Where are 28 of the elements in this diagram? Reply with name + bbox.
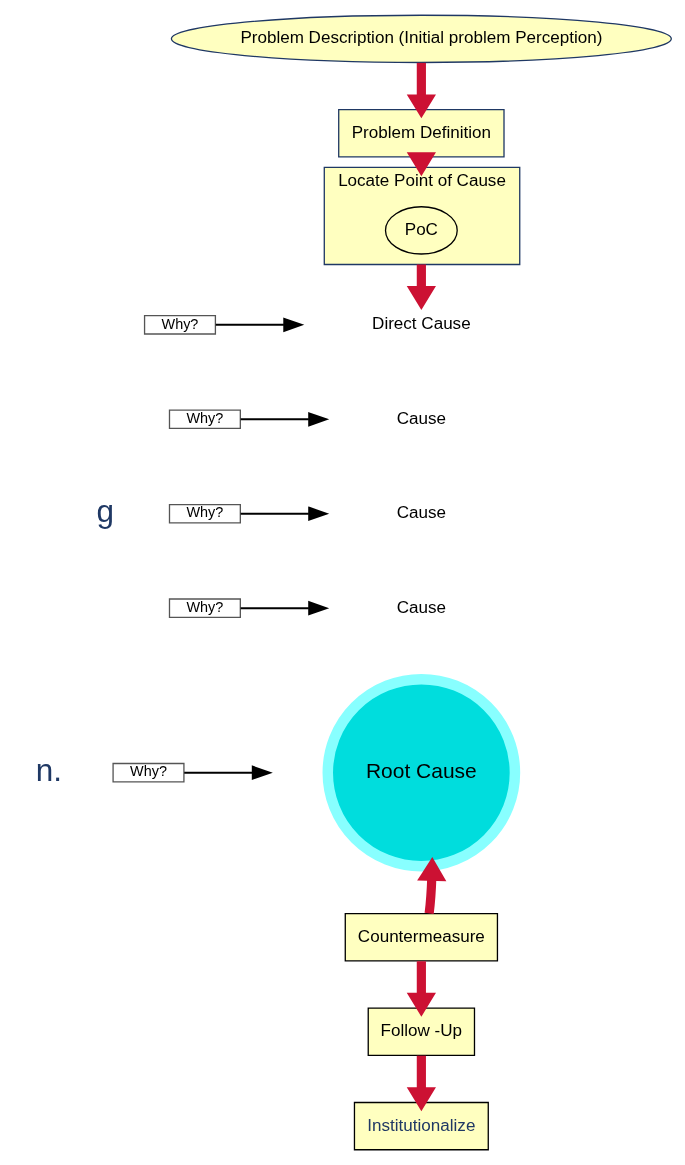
- arrow: [214, 317, 305, 333]
- node-box: Countermeasure: [344, 912, 499, 962]
- node-box: Institutionalize: [353, 1101, 489, 1151]
- node-text: Cause: [396, 597, 446, 617]
- node-box: Why?: [168, 598, 241, 619]
- node-text: Cause: [396, 503, 446, 523]
- node-box: Why?: [143, 315, 217, 335]
- node-box: Follow -Up: [367, 1007, 476, 1056]
- node-circle: Root Cause: [322, 673, 521, 872]
- node-box: Why?: [168, 409, 241, 430]
- arrow: [239, 411, 330, 427]
- arrow: [239, 600, 330, 616]
- label: n.: [35, 752, 62, 788]
- node-text: Direct Cause: [372, 314, 471, 334]
- arrow: [183, 765, 273, 781]
- node-box: Why?: [112, 762, 185, 783]
- node-ellipse: PoC: [384, 206, 458, 255]
- arrow: [406, 961, 436, 1017]
- label: g: [96, 493, 114, 529]
- arrow: [406, 152, 436, 177]
- node-box: Why?: [168, 503, 241, 524]
- arrow: [417, 857, 447, 914]
- arrow: [406, 62, 436, 119]
- node-ellipse: Problem Description (Initial problem Perception): [170, 14, 672, 64]
- node-text: Cause: [396, 408, 446, 428]
- arrow: [406, 264, 436, 310]
- arrow: [406, 1055, 436, 1112]
- arrow: [239, 506, 330, 522]
